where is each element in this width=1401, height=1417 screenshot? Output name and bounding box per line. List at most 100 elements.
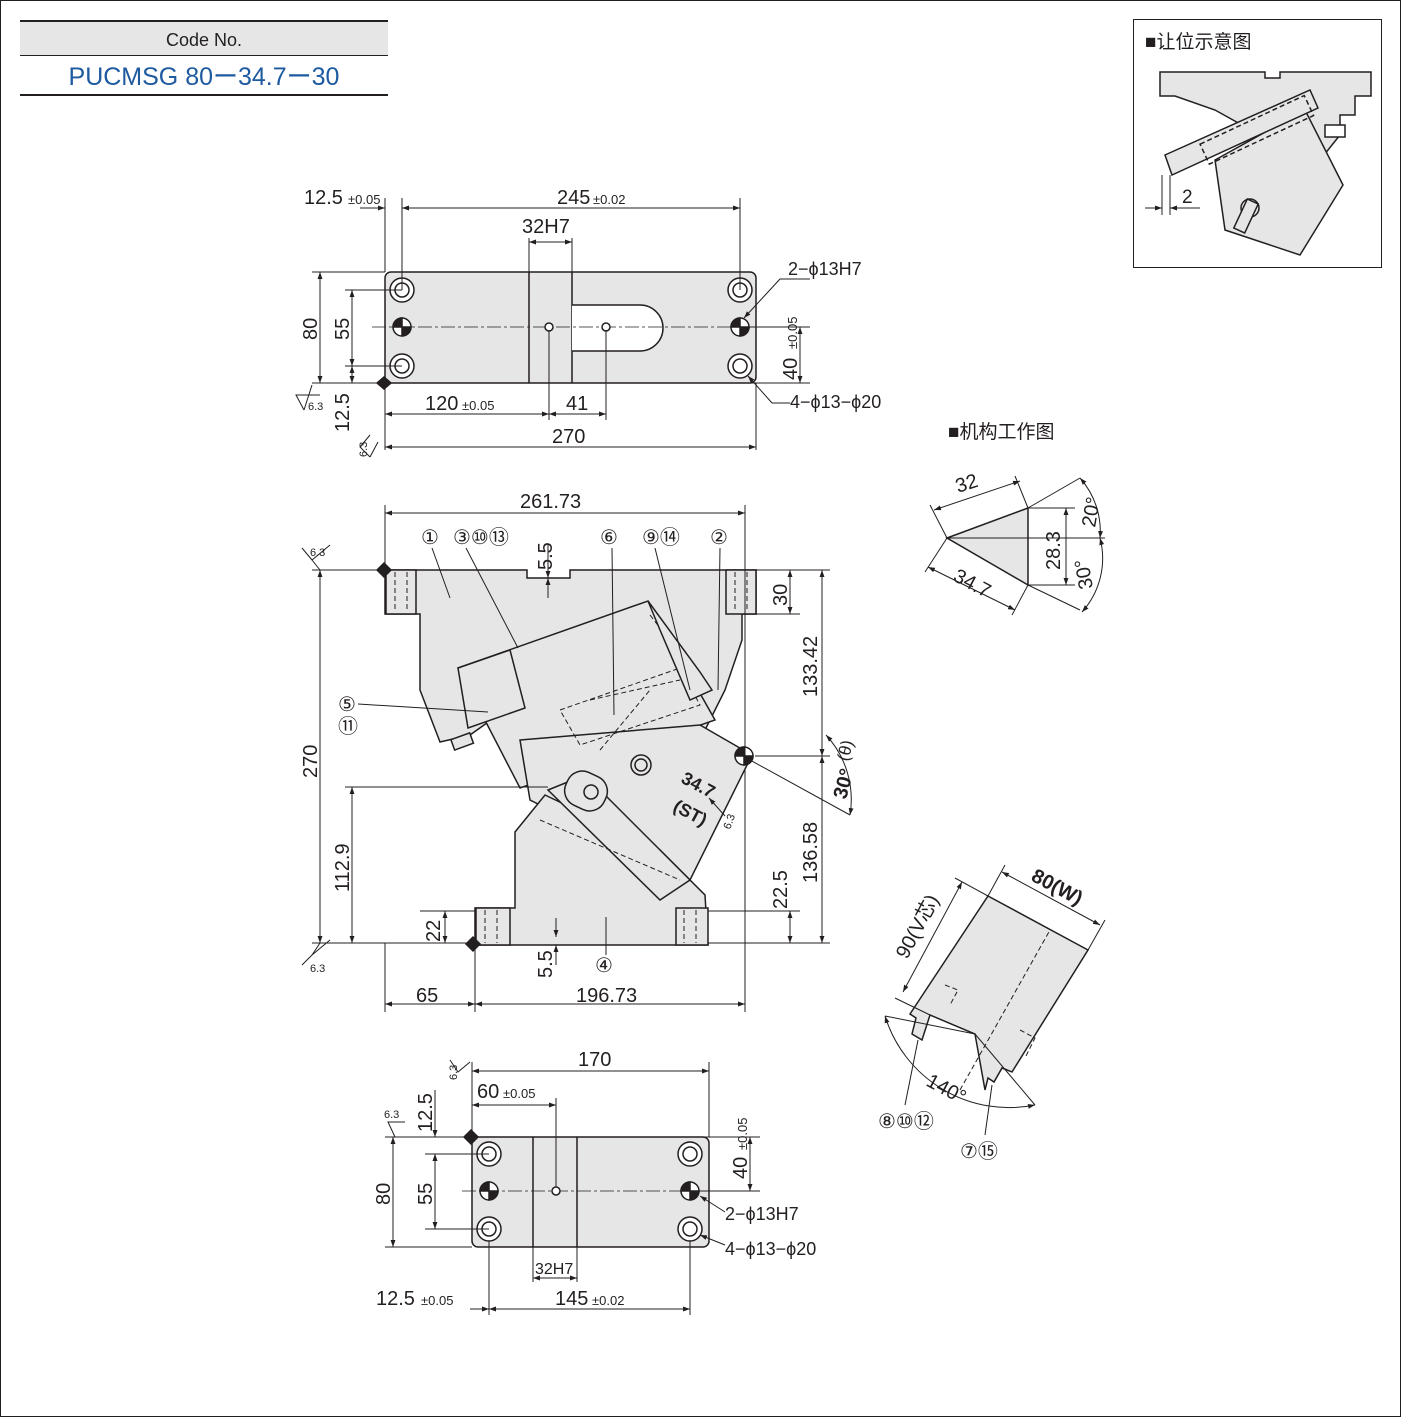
front-boss-left bbox=[385, 569, 417, 615]
bottom-hole-label-b: 4−ϕ13−ϕ20 bbox=[725, 1239, 816, 1259]
front-roughness-bot: 6.3 bbox=[310, 963, 325, 975]
bottom-hole-br bbox=[682, 1221, 698, 1237]
top-tol-12-5: ±0.05 bbox=[348, 192, 380, 207]
front-circle-a-inner bbox=[634, 758, 648, 772]
top-dim-120: 120 bbox=[425, 393, 458, 415]
bottom-tol-12-5: ±0.05 bbox=[421, 1293, 453, 1308]
inset-stopper bbox=[1324, 124, 1346, 138]
bottom-dowel-right bbox=[680, 1181, 700, 1201]
bottom-dim-170: 170 bbox=[578, 1049, 611, 1071]
mechanism-dim-28-3: 28.3 bbox=[1043, 531, 1065, 570]
v-block-body bbox=[908, 895, 1090, 1091]
top-tol-40: ±0.05 bbox=[785, 317, 800, 349]
front-callout-3-10-13: ③⑩⑬ bbox=[453, 526, 509, 549]
top-view-plate bbox=[384, 271, 757, 384]
front-dim-133-42: 133.42 bbox=[800, 636, 822, 697]
top-hole-label-b: 4−ϕ13−ϕ20 bbox=[790, 392, 881, 412]
bottom-dim-12-5-b: 12.5 bbox=[376, 1288, 415, 1310]
front-angle-30: 30° bbox=[830, 766, 859, 801]
front-dim-261-73: 261.73 bbox=[520, 491, 581, 513]
top-tol-120: ±0.05 bbox=[462, 398, 494, 413]
front-boss-right bbox=[725, 569, 757, 615]
front-dim-65: 65 bbox=[416, 985, 438, 1007]
top-view: 12.5 ±0.05 245 ±0.02 32H7 80 55 12.5 120… bbox=[295, 187, 881, 458]
front-pin-bottom bbox=[449, 731, 475, 752]
front-dim-22: 22 bbox=[423, 920, 445, 942]
top-roughness-a: 6.3 bbox=[308, 401, 323, 413]
front-dim-270: 270 bbox=[300, 745, 322, 778]
v-block-width: 80(W) bbox=[1028, 865, 1086, 910]
mechanism-angle-30: 30° bbox=[1071, 557, 1098, 591]
top-small-hole-b bbox=[601, 322, 611, 332]
bottom-hole-label-a: 2−ϕ13H7 bbox=[725, 1204, 799, 1224]
front-callout-9-14: ⑨⑭ bbox=[642, 526, 680, 549]
bottom-small-hole bbox=[551, 1186, 561, 1196]
v-block-view: 80(W) 90(V芯) 140° ⑧⑩⑫ ⑦⑮ bbox=[878, 864, 1106, 1163]
v-block-angle: 140° bbox=[923, 1070, 970, 1109]
mechanism-wedge bbox=[945, 506, 1029, 587]
top-roughness-b: 6.3 bbox=[358, 442, 370, 457]
mechanism-diagram: ■机构工作图 32 28.3 34.7 20° 30° bbox=[924, 421, 1105, 616]
bottom-view-plate bbox=[471, 1136, 710, 1248]
top-dowel-left bbox=[392, 317, 412, 337]
top-dim-32h7: 32H7 bbox=[522, 216, 570, 238]
top-dim-12-5-b: 12.5 bbox=[332, 393, 354, 432]
v-block-callout-b: ⑦⑮ bbox=[960, 1140, 998, 1163]
mechanism-title: ■机构工作图 bbox=[948, 421, 1054, 443]
top-dim-41: 41 bbox=[566, 393, 588, 415]
front-cylinder-cap bbox=[457, 649, 526, 730]
front-angle-theta: (θ) bbox=[834, 738, 858, 763]
bottom-dims bbox=[385, 1059, 760, 1315]
front-cam-pin bbox=[583, 784, 599, 800]
front-slide-body bbox=[519, 724, 753, 882]
front-datum-top bbox=[375, 561, 393, 579]
mechanism-dim-32: 32 bbox=[953, 470, 981, 498]
top-dims bbox=[295, 198, 810, 458]
top-hole-label-a: 2−ϕ13H7 bbox=[788, 259, 862, 279]
front-datum-bottom bbox=[464, 935, 482, 953]
bottom-roughness-b: 6.3 bbox=[384, 1109, 399, 1121]
top-dim-245: 245 bbox=[557, 187, 590, 209]
inset-dim-text: 2 bbox=[1182, 187, 1193, 208]
bottom-dim-60: 60 bbox=[477, 1081, 499, 1103]
front-dim-112-9: 112.9 bbox=[332, 843, 354, 892]
bottom-tol-40: ±0.05 bbox=[735, 1118, 750, 1150]
front-boss-bottom-left bbox=[475, 907, 511, 946]
v-block-dims bbox=[884, 864, 1106, 1136]
front-callout-11: ⑪ bbox=[338, 715, 358, 738]
inset-hidden-lines bbox=[1199, 94, 1315, 166]
bottom-dim-145: 145 bbox=[555, 1288, 588, 1310]
bottom-dim-55: 55 bbox=[415, 1183, 437, 1205]
front-dim-5-5-bot: 5.5 bbox=[535, 950, 557, 978]
front-callout-1: ① bbox=[421, 527, 439, 549]
front-view: 261.73 5.5 30 133.42 270 112.9 22 22.5 1… bbox=[300, 491, 859, 1012]
code-number-header: Code No. bbox=[20, 20, 388, 56]
front-callout-2: ② bbox=[710, 527, 728, 549]
bottom-dim-12-5: 12.5 bbox=[415, 1093, 437, 1132]
front-dims bbox=[301, 505, 854, 1012]
bottom-dim-80: 80 bbox=[373, 1183, 395, 1205]
top-view-keyway bbox=[572, 304, 664, 352]
front-callout-5: ⑤ bbox=[338, 694, 356, 716]
front-dim-196-73: 196.73 bbox=[576, 985, 637, 1007]
top-dim-270: 270 bbox=[552, 426, 585, 448]
mechanism-dims bbox=[924, 475, 1105, 616]
top-small-hole-a bbox=[544, 322, 554, 332]
bottom-tol-145: ±0.02 bbox=[592, 1293, 624, 1308]
clearance-inset: ■让位示意图 2 bbox=[1145, 31, 1372, 256]
inset-pin bbox=[1232, 197, 1260, 235]
bottom-dowel-left bbox=[479, 1181, 499, 1201]
top-dim-40: 40 bbox=[780, 358, 802, 380]
front-boss-bottom-right bbox=[675, 907, 709, 946]
bottom-roughness-a: 6.3 bbox=[448, 1065, 460, 1080]
bottom-dim-32h7: 32H7 bbox=[535, 1261, 573, 1278]
front-roughness-right: 6.3 bbox=[722, 813, 739, 831]
front-dim-5-5-top: 5.5 bbox=[535, 542, 557, 570]
top-dim-12-5: 12.5 bbox=[304, 187, 343, 209]
clearance-inset-frame bbox=[1133, 19, 1382, 268]
v-block-vee: 90(V芯) bbox=[891, 891, 944, 963]
v-block-callout-a: ⑧⑩⑫ bbox=[878, 1110, 934, 1133]
front-roughness-top: 6.3 bbox=[310, 547, 325, 559]
front-dim-136-58: 136.58 bbox=[800, 822, 822, 883]
